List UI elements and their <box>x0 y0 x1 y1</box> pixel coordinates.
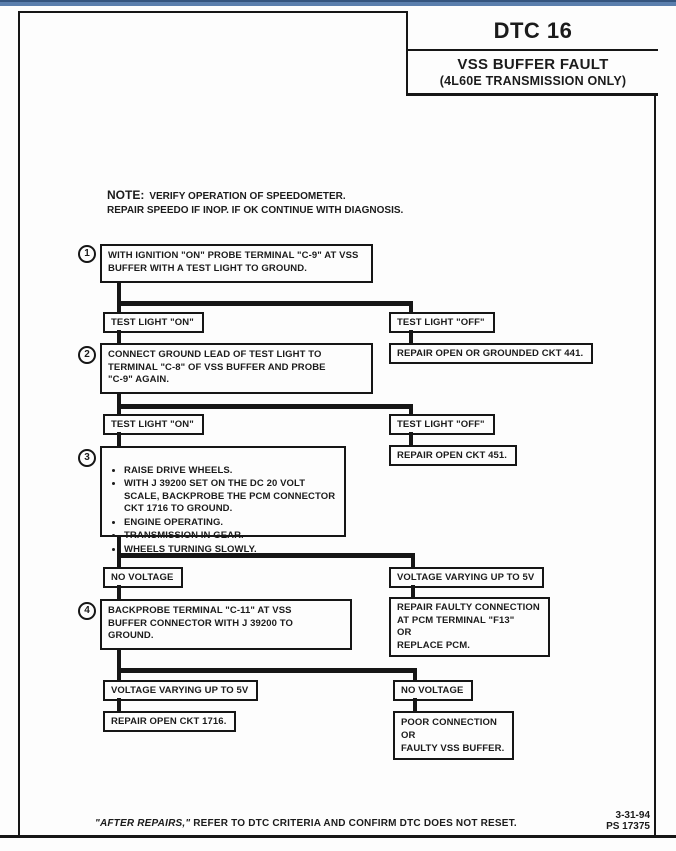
footer-after-repairs: "AFTER REPAIRS," <box>95 818 191 829</box>
note-text-2: REPAIR SPEEDO IF INOP. IF OK CONTINUE WI… <box>107 205 404 216</box>
footer-doc-code: PS 17375 <box>606 821 650 832</box>
step-circle-4: 4 <box>78 602 96 620</box>
connector <box>409 330 413 344</box>
connector <box>409 432 413 446</box>
condition-box-test-light-on-1: TEST LIGHT "ON" <box>103 312 204 333</box>
footer-date: 3-31-94 <box>615 810 650 821</box>
bullet-item: WITH J 39200 SET ON THE DC 20 VOLT SCALE… <box>124 478 338 516</box>
bullet-item: WHEELS TURNING SLOWLY. <box>124 544 338 557</box>
connector <box>413 698 417 712</box>
condition-box-voltage-varying-1: VOLTAGE VARYING UP TO 5V <box>389 567 545 588</box>
connector <box>409 406 413 415</box>
condition-box-test-light-on-2: TEST LIGHT "ON" <box>103 414 204 435</box>
step-circle-1: 1 <box>78 245 96 263</box>
connector <box>413 670 417 681</box>
connector <box>117 330 121 344</box>
footer-right-block: 3-31-94 PS 17375 <box>606 810 650 832</box>
connector <box>117 585 121 600</box>
fault-subtitle: (4L60E TRANSMISSION ONLY) <box>439 74 627 88</box>
connector <box>117 536 121 568</box>
condition-box-test-light-off-2: TEST LIGHT "OFF" <box>389 414 495 435</box>
connector <box>411 555 415 568</box>
connector <box>117 404 413 409</box>
condition-box-no-voltage-2: NO VOLTAGE <box>393 680 474 701</box>
action-box-repair-ckt-451: REPAIR OPEN CKT 451. <box>389 445 518 466</box>
step-circle-3: 3 <box>78 449 96 467</box>
connector <box>117 301 413 306</box>
connector <box>117 648 121 681</box>
connector <box>117 282 121 313</box>
dtc-title: DTC 16 <box>493 18 573 43</box>
step-3-bullet-list: RAISE DRIVE WHEELS.WITH J 39200 SET ON T… <box>108 465 338 557</box>
title-block: DTC 16 VSS BUFFER FAULT (4L60E TRANSMISS… <box>406 11 658 96</box>
step-circle-2: 2 <box>78 346 96 364</box>
footer-instruction: REFER TO DTC CRITERIA AND CONFIRM DTC DO… <box>190 818 517 829</box>
connector <box>411 585 415 598</box>
action-box-repair-pcm: REPAIR FAULTY CONNECTION AT PCM TERMINAL… <box>389 597 550 657</box>
step-box-4: BACKPROBE TERMINAL "C-11" AT VSS BUFFER … <box>100 599 352 650</box>
title-divider <box>408 49 658 51</box>
note-text-1: VERIFY OPERATION OF SPEEDOMETER. <box>149 191 346 202</box>
connector <box>117 392 121 415</box>
step-box-3: RAISE DRIVE WHEELS.WITH J 39200 SET ON T… <box>100 446 346 555</box>
condition-box-voltage-varying-2: VOLTAGE VARYING UP TO 5V <box>103 680 259 701</box>
note: NOTE: VERIFY OPERATION OF SPEEDOMETER. RE… <box>107 188 437 216</box>
note-label: NOTE: <box>107 188 145 202</box>
condition-box-test-light-off-1: TEST LIGHT "OFF" <box>389 312 495 333</box>
top-blue-bar <box>0 0 676 6</box>
connector <box>117 698 121 712</box>
action-box-repair-ckt-441: REPAIR OPEN OR GROUNDED CKT 441. <box>389 343 594 364</box>
bullet-item: RAISE DRIVE WHEELS. <box>124 465 338 478</box>
bottom-rule <box>0 835 676 838</box>
fault-title: VSS BUFFER FAULT <box>457 56 609 73</box>
action-box-faulty-vss-buffer: POOR CONNECTION OR FAULTY VSS BUFFER. <box>393 711 515 760</box>
action-box-repair-ckt-1716: REPAIR OPEN CKT 1716. <box>103 711 237 732</box>
connector <box>117 432 121 447</box>
footer-note: "AFTER REPAIRS," REFER TO DTC CRITERIA A… <box>95 818 517 829</box>
bullet-item: ENGINE OPERATING. <box>124 517 338 530</box>
connector <box>117 668 417 673</box>
connector <box>409 303 413 313</box>
condition-box-no-voltage-1: NO VOLTAGE <box>103 567 184 588</box>
step-box-1: WITH IGNITION "ON" PROBE TERMINAL "C-9" … <box>100 244 373 283</box>
bullet-item: TRANSMISSION IN GEAR. <box>124 530 338 543</box>
note-line-1: NOTE: VERIFY OPERATION OF SPEEDOMETER. <box>107 188 437 202</box>
step-box-2: CONNECT GROUND LEAD OF TEST LIGHT TO TER… <box>100 343 373 394</box>
connector <box>117 553 415 558</box>
